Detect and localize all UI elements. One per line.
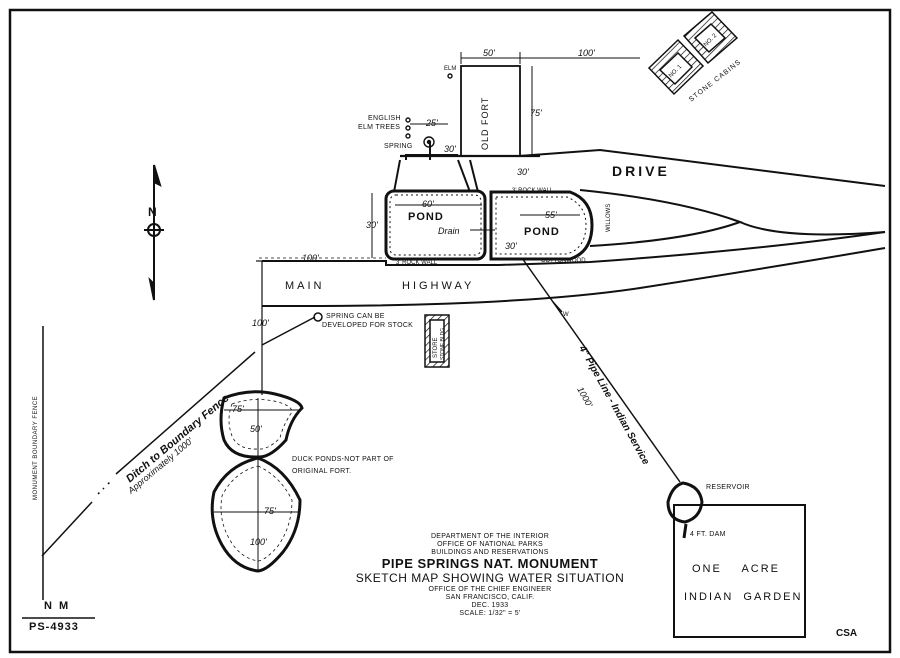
duck-ponds-label-1: DUCK PONDS-NOT PART OF [292,456,394,463]
map-border [8,8,892,654]
english-label: ENGLISH [368,115,401,122]
dim-100-left: 100' [302,253,319,263]
dim-50-top: 50' [483,48,495,58]
spring-marker [405,73,453,148]
old-fort-building [400,65,540,158]
spring-can-label-1: SPRING CAN BE [326,313,385,320]
spring-can-label-2: DEVELOPED FOR STOCK [322,322,414,329]
drive-label: DRIVE [612,163,670,179]
dim-30-d: 30' [505,241,517,251]
drain-label: Drain [438,226,460,236]
dim-50-duck: 50' [250,424,262,434]
title-block: DEPARTMENT OF THE INTERIOR OFFICE OF NAT… [340,533,640,618]
dim-30-c: 30' [366,220,378,230]
map-title: PIPE SPRINGS NAT. MONUMENT [381,556,599,572]
dim-100-vert: 100' [252,318,269,328]
title-city: SAN FRANCISCO, CALIF. [445,593,535,601]
dim-25: 25' [426,118,438,128]
pipe-line [521,257,681,483]
stone-cabins [647,10,739,96]
fort-dimensions [371,52,640,258]
elm-label: ELM [444,66,457,72]
dim-30-b: 30' [517,167,529,177]
spring-label: SPRING [384,143,413,150]
dim-75-fort: 75' [530,108,542,118]
duck-ponds [210,390,304,573]
main-highway [262,231,886,307]
store-building [424,314,450,368]
sheet-number: PS-4933 [29,621,79,633]
rock-wall-label-1: 3' ROCK WALL [396,260,438,266]
store-label: STORE [433,337,439,358]
reservoir [666,481,704,539]
ponds [384,189,594,261]
dim-60: 60' [422,199,434,209]
pipe-w-mark: W [563,312,569,318]
north-arrow [144,164,164,301]
nm-label: N M [44,600,71,612]
reservoir-label: RESERVOIR [706,484,750,491]
title-buildings: BUILDINGS AND RESERVATIONS [431,549,549,557]
spring-walls [393,142,479,193]
dim-55: 55' [545,210,557,220]
ditch-line [41,312,323,557]
cottonwood-label: COTTONWOOD [541,258,586,264]
initials-label: CSA [836,628,858,639]
main-label: MAIN [285,280,325,292]
pond-left-label: POND [408,211,444,223]
dam-label: 4 FT. DAM [690,531,726,538]
drive-road [518,148,886,247]
dim-30-a: 30' [444,144,456,154]
title-dept: DEPARTMENT OF THE INTERIOR [430,533,550,540]
duck-pond-link [256,257,386,395]
title-date: DEC. 1933 [471,601,509,609]
north-label: N [148,205,157,219]
dim-75-duck2: 75' [264,506,276,516]
dim-75-duck1: 75' [232,404,244,414]
title-chief-engineer: OFFICE OF THE CHIEF ENGINEER [428,585,552,593]
map-subtitle: SKETCH MAP SHOWING WATER SITUATION [355,571,625,586]
elm-trees-label: ELM TREES [358,124,401,131]
dim-100-top: 100' [578,48,595,58]
duck-ponds-label-2: ORIGINAL FORT. [292,468,352,475]
pond-right-label: POND [524,226,560,238]
title-scale: SCALE: 1/32" = 5' [459,610,521,618]
old-fort-label: OLD FORT [480,96,490,150]
title-office: OFFICE OF NATIONAL PARKS [437,541,543,549]
rock-wall-label-2: 3' ROCK WALL [512,188,554,194]
store-sub-label: STONE BLDG [440,327,446,360]
indian-garden [673,504,806,638]
boundary-fence-label: MONUMENT BOUNDARY FENCE [33,395,39,500]
garden-label-2: INDIAN GARDEN [684,591,803,603]
garden-label-1: ONE ACRE [692,563,781,575]
highway-label: HIGHWAY [402,280,475,292]
willows-label: WILLOWS [606,203,612,232]
dim-100-duck: 100' [250,537,267,547]
